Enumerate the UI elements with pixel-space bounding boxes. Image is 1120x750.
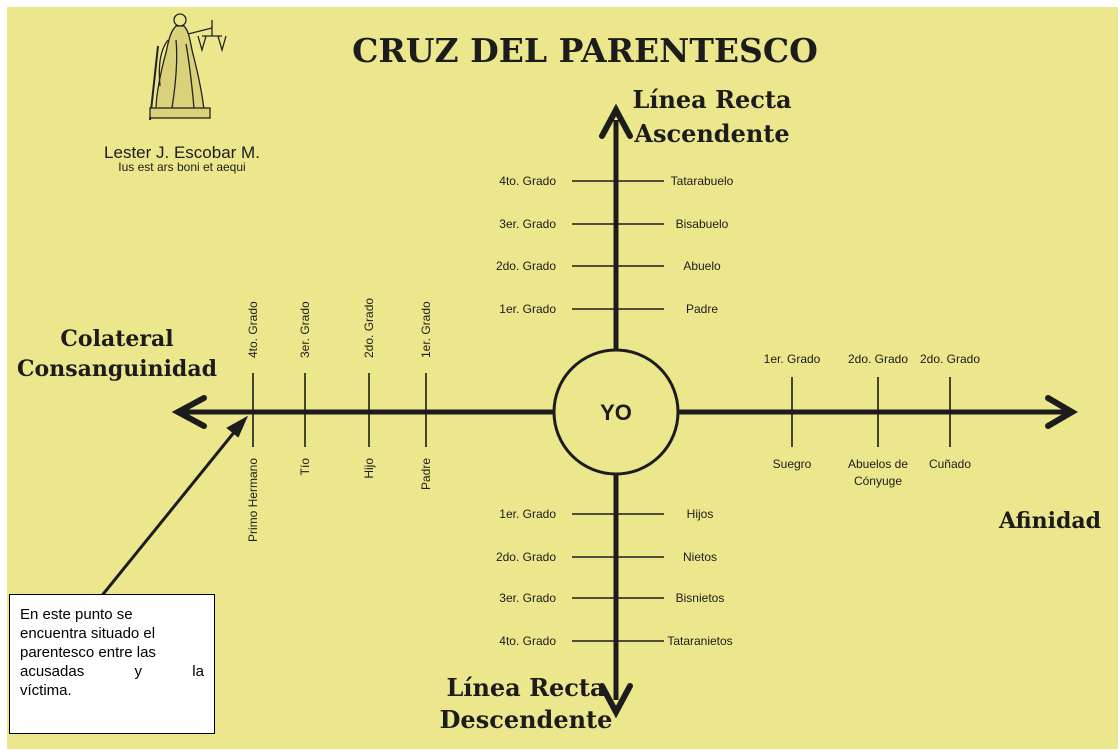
afinidad-pariente: Suegro — [773, 457, 812, 471]
colateral-pariente: Hijo — [362, 458, 376, 479]
ascendente-grado: 3er. Grado — [499, 217, 556, 231]
descendente-pariente: Tataranietos — [667, 634, 732, 648]
arrowhead-right — [1045, 395, 1078, 429]
descendente-grado: 4to. Grado — [499, 634, 556, 648]
axis-label-left-line2: Consanguinidad — [17, 356, 217, 382]
axis-label-up-line1: Línea Recta — [632, 85, 791, 114]
note-line: encuentra situado el — [20, 625, 156, 642]
annotation-box: En este punto se encuentra situado el pa… — [9, 594, 215, 734]
axis-label-up-line2: Ascendente — [633, 119, 789, 148]
note-line: parentesco entre las — [20, 644, 156, 661]
axis-label-right: Afinidad — [998, 508, 1101, 534]
descendente-grado: 3er. Grado — [499, 591, 556, 605]
afinidad-pariente: Cuñado — [929, 457, 971, 471]
note-line: En este punto se — [20, 606, 133, 623]
colateral-grado: 2do. Grado — [362, 298, 376, 358]
axis-label-down-line1: Línea Recta — [446, 673, 605, 702]
afinidad-grado: 2do. Grado — [848, 352, 908, 366]
descendente-grado: 1er. Grado — [499, 507, 556, 521]
note-line: víctima. — [20, 682, 72, 699]
axis-label-down-line2: Descendente — [440, 705, 613, 734]
author-name: Lester J. Escobar M. — [104, 143, 260, 162]
arrowhead-left — [171, 395, 207, 429]
arrowhead-down — [599, 683, 633, 719]
colateral-pariente: Padre — [419, 458, 433, 490]
ascendente-pariente: Padre — [686, 302, 718, 316]
colateral-pariente: Primo Hermano — [246, 458, 260, 542]
afinidad-grado: 1er. Grado — [764, 352, 821, 366]
descendente-grado: 2do. Grado — [496, 550, 556, 564]
descendente-pariente: Bisnietos — [676, 591, 725, 605]
author-motto: Ius est ars boni et aequi — [118, 160, 245, 174]
afinidad-pariente: Cónyuge — [854, 474, 902, 488]
descendente-pariente: Hijos — [687, 507, 714, 521]
ascendente-grado: 4to. Grado — [499, 174, 556, 188]
lady-justice-logo — [149, 13, 227, 121]
ascendente-pariente: Tatarabuelo — [671, 174, 734, 188]
ascendente-grado: 1er. Grado — [499, 302, 556, 316]
arrowhead-up — [599, 103, 633, 139]
center-label: YO — [600, 400, 632, 425]
axis-label-left-line1: Colateral — [60, 326, 173, 352]
note-line: acusadas y la — [20, 663, 204, 680]
colateral-grado: 4to. Grado — [246, 301, 260, 358]
colateral-grado: 1er. Grado — [419, 301, 433, 358]
pointer-arrow — [98, 424, 242, 599]
ascendente-grado: 2do. Grado — [496, 259, 556, 273]
diagram-title: CRUZ DEL PARENTESCO — [352, 31, 818, 70]
afinidad-grado: 2do. Grado — [920, 352, 980, 366]
colateral-pariente: Tío — [298, 458, 312, 476]
ascendente-pariente: Bisabuelo — [676, 217, 729, 231]
colateral-grado: 3er. Grado — [298, 301, 312, 358]
center-circle — [552, 348, 680, 476]
ascendente-pariente: Abuelo — [683, 259, 721, 273]
afinidad-pariente: Abuelos de — [848, 457, 908, 471]
pointer-arrowhead — [226, 415, 249, 438]
descendente-pariente: Nietos — [683, 550, 717, 564]
